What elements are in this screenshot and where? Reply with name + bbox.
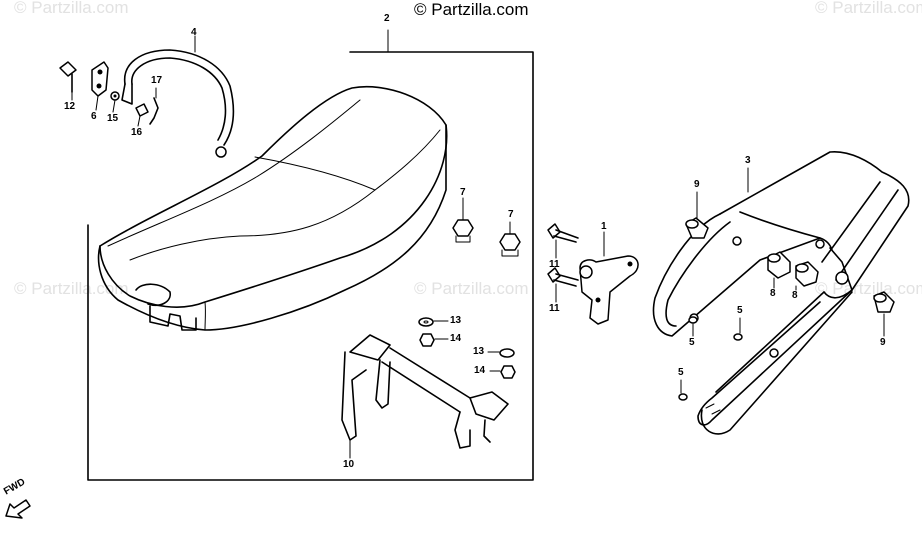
- callout-5b: 5: [689, 337, 695, 348]
- callout-2: 2: [384, 13, 390, 24]
- seat-bracket-drawing: [341, 334, 509, 459]
- callout-13a: 13: [450, 315, 462, 326]
- callout-3: 3: [745, 155, 751, 166]
- callout-11a: 11: [549, 259, 560, 270]
- callout-16: 16: [131, 127, 143, 138]
- callout-5a: 5: [737, 305, 743, 316]
- seat-drawing: [97, 86, 448, 331]
- lock-and-bolts: [547, 223, 639, 325]
- callout-11b: 11: [549, 303, 560, 314]
- washers-13-14: [418, 317, 516, 379]
- watermark-mid-left: © Partzilla.com: [14, 279, 129, 298]
- seat-assembly-outline: [87, 29, 534, 481]
- callout-8a: 8: [770, 288, 776, 299]
- callout-5c: 5: [678, 367, 684, 378]
- collars-and-bolts: [678, 191, 895, 401]
- callout-7a: 7: [460, 187, 466, 198]
- callout-14a: 14: [450, 333, 462, 344]
- callout-9b: 9: [880, 337, 886, 348]
- callout-4: 4: [191, 27, 197, 38]
- callout-7b: 7: [508, 209, 514, 220]
- tail-cowl-drawing: [652, 151, 910, 435]
- copyright-text: © Partzilla.com: [414, 0, 529, 19]
- callout-15: 15: [107, 113, 119, 124]
- callout-12: 12: [64, 101, 76, 112]
- callout-8b: 8: [792, 290, 798, 301]
- callout-13b: 13: [473, 346, 485, 357]
- callout-6: 6: [91, 111, 97, 122]
- watermark-top-left: © Partzilla.com: [14, 0, 129, 17]
- watermark-top-right: © Partzilla.com: [815, 0, 922, 17]
- callout-14b: 14: [474, 365, 486, 376]
- callout-10: 10: [343, 459, 355, 470]
- callout-9a: 9: [694, 179, 700, 190]
- hardware-top-left: [59, 61, 159, 127]
- direction-arrow-icon: [5, 499, 31, 519]
- nuts-7: [452, 197, 521, 257]
- watermark-mid-center: © Partzilla.com: [414, 279, 529, 298]
- callout-17: 17: [151, 75, 163, 86]
- seat-strap-drawing: [121, 35, 235, 158]
- callout-1: 1: [601, 221, 607, 232]
